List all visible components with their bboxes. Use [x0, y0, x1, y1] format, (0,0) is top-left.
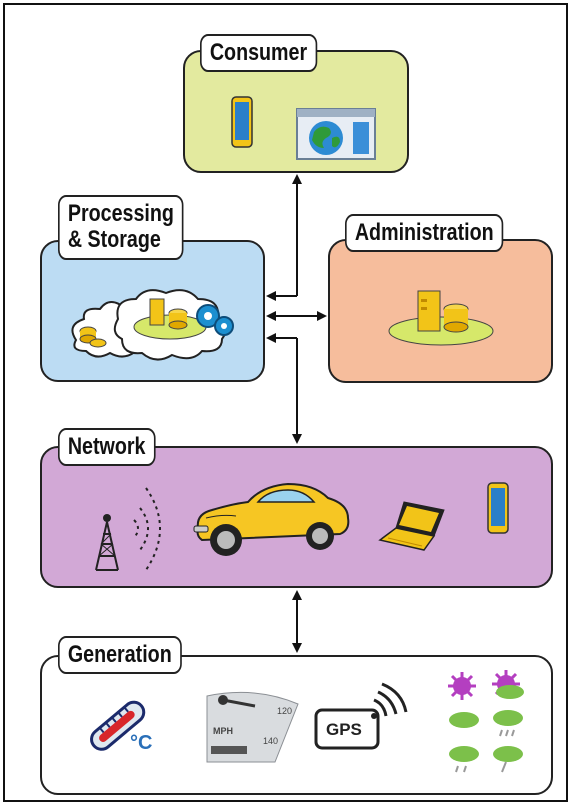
- car-icon: [193, 482, 350, 556]
- signal-waves-icon: [133, 487, 161, 571]
- speedometer-tick-top: 120: [277, 706, 293, 716]
- cloud-icon-3: [449, 746, 479, 762]
- speedometer-icon: MPH 120 140: [205, 686, 300, 764]
- weather-icons: [448, 670, 524, 773]
- browser-globe-icon: [296, 108, 376, 160]
- laptop-icon: [378, 501, 445, 551]
- temperature-unit-label: °C: [130, 732, 153, 754]
- processing-storage-title: Processing & Storage: [58, 195, 184, 260]
- speedometer-unit-label: MPH: [213, 726, 233, 736]
- thermometer-icon: °C: [82, 690, 162, 760]
- gps-label: GPS: [326, 720, 362, 739]
- cloud-icon-2: [493, 710, 523, 726]
- sun-cloud-icon: [492, 670, 524, 699]
- cloud-icon-1: [449, 712, 479, 728]
- processing-title-line1: Processing: [67, 200, 174, 227]
- network-title: Network: [58, 428, 156, 467]
- cloud-icon-4: [493, 746, 523, 762]
- cloud-icon: [71, 289, 228, 361]
- gears-icon: [196, 304, 234, 336]
- processing-title-line2: & Storage: [67, 226, 161, 254]
- gps-device-icon: GPS: [312, 680, 412, 760]
- tablet-icon: [231, 96, 253, 148]
- consumer-title: Consumer: [200, 34, 318, 73]
- speedometer-tick-bottom: 140: [263, 736, 279, 746]
- generation-title: Generation: [58, 636, 182, 675]
- administration-title: Administration: [345, 214, 504, 253]
- sun-icon: [448, 672, 476, 700]
- tablet-icon-network: [487, 482, 509, 534]
- diagram-frame: [3, 3, 568, 802]
- cell-tower-icon: [95, 514, 119, 571]
- server-database-icon: [388, 290, 494, 346]
